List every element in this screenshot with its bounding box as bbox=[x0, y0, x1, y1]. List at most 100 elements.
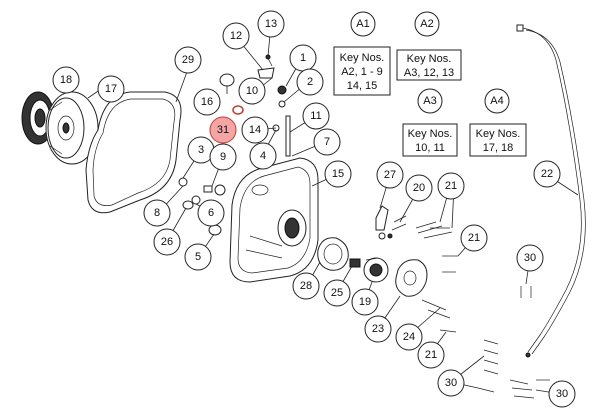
svg-text:30: 30 bbox=[445, 377, 457, 389]
part-small-3 bbox=[178, 177, 188, 187]
part-11-pin bbox=[285, 115, 291, 157]
callout-31-highlighted[interactable]: 31 bbox=[209, 116, 237, 144]
callout-1[interactable]: 1 bbox=[289, 44, 317, 72]
callout-18[interactable]: 18 bbox=[52, 66, 80, 94]
part-small-2 bbox=[277, 85, 287, 108]
svg-text:A3: A3 bbox=[423, 95, 436, 107]
callout-24[interactable]: 24 bbox=[395, 323, 423, 351]
svg-text:17: 17 bbox=[105, 83, 117, 95]
callout-13[interactable]: 13 bbox=[257, 10, 285, 38]
group-a1: A1 bbox=[350, 11, 376, 37]
svg-text:A2, 1 - 9: A2, 1 - 9 bbox=[341, 66, 383, 78]
svg-text:25: 25 bbox=[331, 287, 343, 299]
svg-text:7: 7 bbox=[324, 136, 330, 148]
svg-text:15: 15 bbox=[332, 168, 344, 180]
part-27-bracket bbox=[375, 205, 389, 240]
svg-text:A2: A2 bbox=[420, 18, 433, 30]
callout-30-top[interactable]: 30 bbox=[516, 244, 544, 272]
callout-20[interactable]: 20 bbox=[405, 174, 433, 202]
svg-text:Key Nos.: Key Nos. bbox=[476, 128, 521, 140]
svg-text:30: 30 bbox=[556, 388, 568, 400]
callout-19[interactable]: 19 bbox=[351, 288, 379, 316]
part-bolts-24 bbox=[421, 299, 451, 319]
svg-text:18: 18 bbox=[60, 74, 72, 86]
svg-text:Key Nos.: Key Nos. bbox=[407, 53, 452, 65]
callout-25[interactable]: 25 bbox=[323, 279, 351, 307]
part-19-bearing bbox=[363, 257, 389, 283]
keybox-a2: Key Nos. A3, 12, 13 bbox=[396, 49, 462, 81]
callout-17[interactable]: 17 bbox=[97, 75, 125, 103]
part-23-cap bbox=[395, 259, 428, 297]
svg-text:26: 26 bbox=[161, 236, 173, 248]
part-bolts-21b bbox=[442, 255, 458, 273]
svg-text:3: 3 bbox=[198, 144, 204, 156]
part-small-5 bbox=[208, 224, 222, 236]
svg-text:12: 12 bbox=[230, 30, 242, 42]
part-29-gasket bbox=[85, 91, 182, 214]
part-22-cable bbox=[516, 24, 586, 358]
svg-text:5: 5 bbox=[195, 251, 201, 263]
part-small-12 bbox=[257, 67, 275, 79]
callout-8[interactable]: 8 bbox=[143, 199, 171, 227]
part-25-spring bbox=[349, 258, 361, 268]
svg-text:A4: A4 bbox=[490, 95, 503, 107]
callout-9[interactable]: 9 bbox=[209, 143, 237, 171]
callout-4[interactable]: 4 bbox=[249, 142, 277, 170]
part-28-gasket bbox=[317, 237, 349, 271]
callout-23[interactable]: 23 bbox=[364, 315, 392, 343]
part-small-26 bbox=[182, 200, 194, 210]
svg-text:Key Nos.: Key Nos. bbox=[340, 52, 385, 64]
part-bolts-21c bbox=[439, 329, 457, 333]
part-small-6 bbox=[191, 195, 201, 205]
svg-text:27: 27 bbox=[384, 169, 396, 181]
svg-text:17, 18: 17, 18 bbox=[483, 142, 514, 154]
svg-text:Key Nos.: Key Nos. bbox=[408, 128, 453, 140]
svg-text:11: 11 bbox=[310, 110, 321, 122]
svg-text:1: 1 bbox=[300, 52, 306, 64]
callout-10[interactable]: 10 bbox=[238, 77, 266, 105]
callout-15[interactable]: 15 bbox=[324, 160, 352, 188]
group-a3: A3 bbox=[417, 88, 443, 114]
keybox-a1: Key Nos. A2, 1 - 9 14, 15 bbox=[333, 46, 391, 96]
part-small-31 bbox=[232, 105, 244, 115]
part-small-13 bbox=[265, 54, 273, 67]
callout-7[interactable]: 7 bbox=[313, 128, 341, 156]
svg-text:21: 21 bbox=[445, 180, 457, 192]
svg-text:22: 22 bbox=[541, 168, 553, 180]
part-bolts-30 bbox=[477, 286, 550, 399]
svg-text:16: 16 bbox=[201, 96, 213, 108]
svg-text:10, 11: 10, 11 bbox=[415, 142, 445, 154]
svg-text:9: 9 bbox=[220, 151, 226, 163]
svg-text:14, 15: 14, 15 bbox=[347, 80, 378, 92]
svg-text:13: 13 bbox=[265, 18, 277, 30]
callout-21-bottom[interactable]: 21 bbox=[417, 341, 445, 369]
svg-text:10: 10 bbox=[246, 85, 258, 97]
svg-text:24: 24 bbox=[403, 331, 415, 343]
callout-28[interactable]: 28 bbox=[292, 272, 320, 300]
callout-11[interactable]: 11 bbox=[302, 102, 330, 130]
group-a2: A2 bbox=[414, 11, 440, 37]
callout-30-right[interactable]: 30 bbox=[548, 380, 576, 408]
svg-text:4: 4 bbox=[260, 150, 266, 162]
svg-text:A1: A1 bbox=[356, 18, 369, 30]
svg-text:23: 23 bbox=[372, 323, 384, 335]
callout-2[interactable]: 2 bbox=[296, 68, 324, 96]
callout-6[interactable]: 6 bbox=[197, 199, 225, 227]
callout-22[interactable]: 22 bbox=[533, 160, 561, 188]
callout-12[interactable]: 12 bbox=[222, 22, 250, 50]
svg-text:31: 31 bbox=[217, 124, 229, 136]
callout-27[interactable]: 27 bbox=[376, 161, 404, 189]
callout-30-left[interactable]: 30 bbox=[437, 369, 465, 397]
svg-text:21: 21 bbox=[468, 232, 480, 244]
svg-text:20: 20 bbox=[413, 182, 425, 194]
callout-21-top[interactable]: 21 bbox=[437, 172, 465, 200]
callout-21-mid[interactable]: 21 bbox=[460, 224, 488, 252]
keybox-a3: Key Nos. 10, 11 bbox=[402, 123, 458, 157]
callout-26[interactable]: 26 bbox=[153, 228, 181, 256]
part-small-9 bbox=[203, 184, 226, 196]
callout-16[interactable]: 16 bbox=[193, 88, 221, 116]
callout-5[interactable]: 5 bbox=[184, 243, 212, 271]
callout-29[interactable]: 29 bbox=[174, 46, 202, 74]
callout-14[interactable]: 14 bbox=[241, 116, 269, 144]
keybox-a4: Key Nos. 17, 18 bbox=[469, 123, 527, 157]
